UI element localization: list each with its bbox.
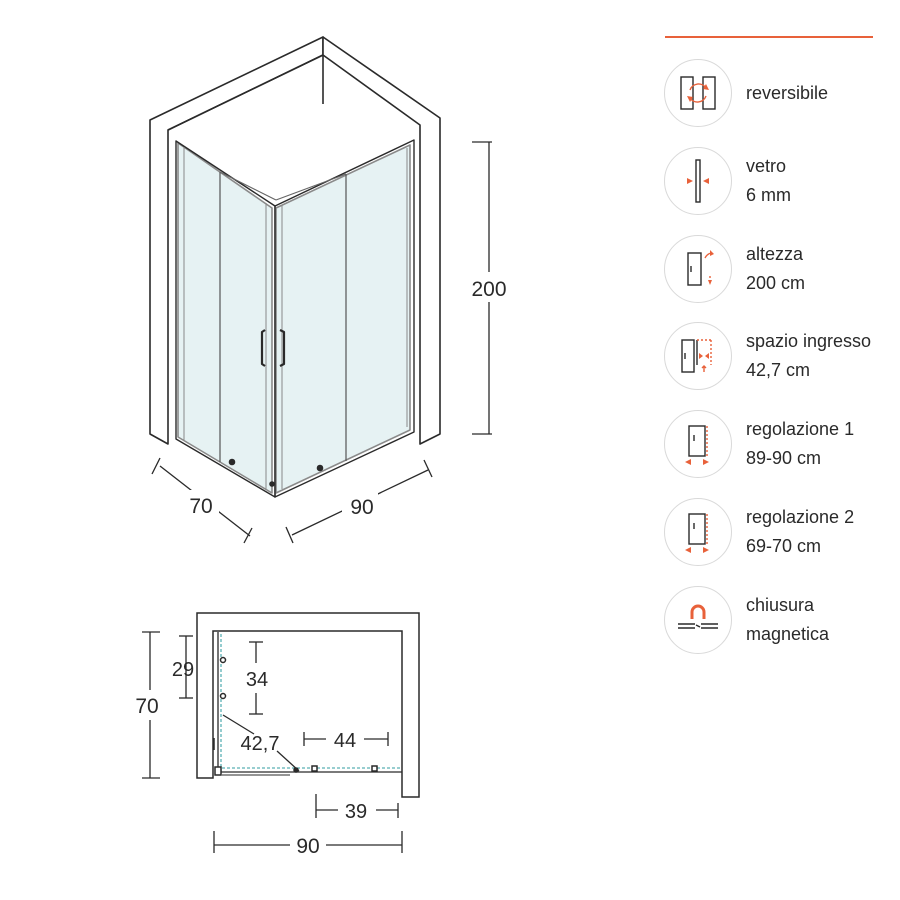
accent-divider xyxy=(665,36,873,38)
feature-item-reversible: reversibile xyxy=(664,58,900,128)
plan-walls xyxy=(196,612,420,798)
feature-adjustment-2-label: regolazione 2 xyxy=(746,506,855,527)
adjustment-1-icon xyxy=(664,410,732,479)
magnetic-closure-icon xyxy=(664,585,732,654)
shower-plan xyxy=(196,612,420,798)
feature-height-label: altezza xyxy=(746,243,804,264)
feature-item-adjustment-2: regolazione 2 69-70 cm xyxy=(664,497,900,567)
plan-depth-label: 70 xyxy=(135,695,158,718)
door-d-label: 39 xyxy=(345,801,367,823)
feature-item-height: altezza 200 cm xyxy=(664,234,900,304)
height-dimension-label: 200 xyxy=(471,278,506,301)
width-dimension-label: 90 xyxy=(350,496,373,519)
feature-magnetic-value: magnetica xyxy=(746,623,830,644)
feature-item-adjustment-1: regolazione 1 89-90 cm xyxy=(664,409,900,479)
door-b-label: 34 xyxy=(246,669,268,691)
feature-adjustment-2-value: 69-70 cm xyxy=(746,535,822,556)
right-door-handle xyxy=(279,329,286,367)
right-glass-panel xyxy=(275,144,411,494)
feature-list: reversibile vetro 6 mm xyxy=(664,36,900,673)
feature-entry-label: spazio ingresso xyxy=(746,331,872,352)
feature-height-value: 200 cm xyxy=(746,272,806,293)
left-glass-panel xyxy=(177,142,273,494)
feature-glass-label: vetro xyxy=(746,155,787,176)
depth-dimension-label: 70 xyxy=(189,495,212,518)
feature-adjustment-1-label: regolazione 1 xyxy=(746,419,855,440)
entry-space-icon xyxy=(664,322,732,391)
feature-item-magnetic: chiusura magnetica xyxy=(664,585,900,655)
door-c-label: 44 xyxy=(334,730,356,752)
feature-reversible-label: reversibile xyxy=(746,82,829,103)
adjustment-2-icon xyxy=(664,497,732,566)
feature-glass-value: 6 mm xyxy=(746,184,791,205)
feature-adjustment-1-value: 89-90 cm xyxy=(746,448,822,469)
height-icon xyxy=(664,234,732,303)
feature-magnetic-label: chiusura xyxy=(746,594,815,615)
shower-elevation xyxy=(149,36,441,498)
feature-entry-value: 42,7 cm xyxy=(746,360,811,381)
plan-width-label: 90 xyxy=(296,835,319,858)
glass-thickness-icon xyxy=(664,146,732,215)
feature-item-entry: spazio ingresso 42,7 cm xyxy=(664,321,900,391)
reversible-icon xyxy=(664,59,732,127)
entry-space-label: 42,7 xyxy=(241,733,280,755)
plan-dimension-labels: 70 29 34 42,7 44 39 90 xyxy=(130,659,376,860)
left-door-handle xyxy=(260,329,266,367)
door-a-label: 29 xyxy=(172,659,194,681)
elevation-dimension-labels: 200 70 90 xyxy=(183,272,512,523)
feature-item-glass: vetro 6 mm xyxy=(664,146,900,216)
